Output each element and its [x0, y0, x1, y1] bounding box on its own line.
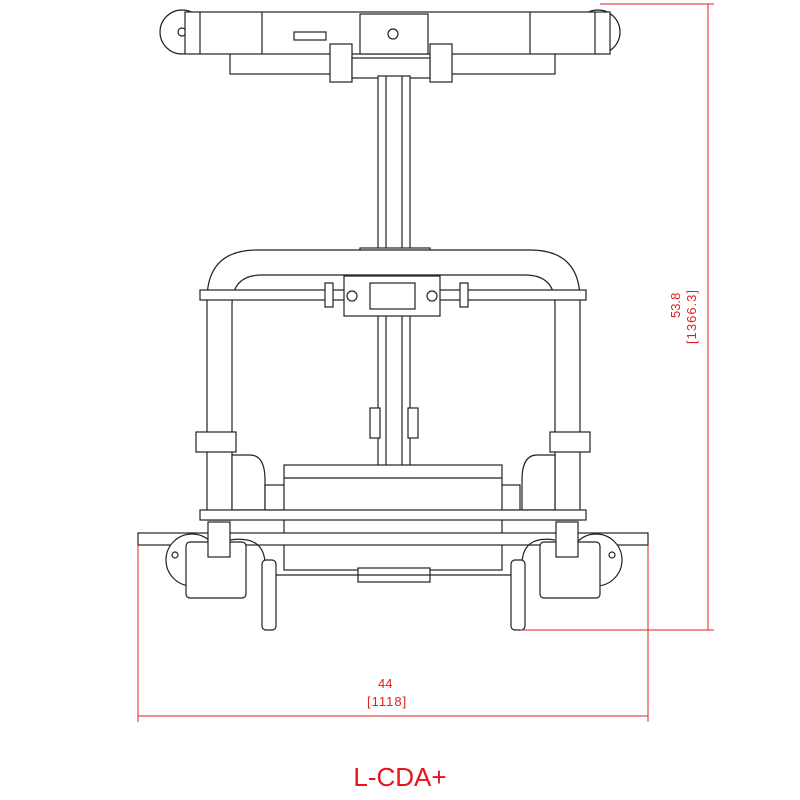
base-bar	[137, 532, 649, 546]
arch-frame	[199, 249, 587, 521]
width-mm-label: [1118]	[367, 694, 408, 709]
height-inches-label: 53.8	[668, 292, 683, 318]
base	[137, 431, 649, 631]
model-title: L-CDA+	[353, 762, 447, 792]
left-leg	[261, 559, 277, 631]
right-leg	[510, 559, 526, 631]
height-mm-value: 1366.3	[684, 293, 699, 340]
dimension-lines	[137, 3, 714, 722]
width-mm-value: 1118	[371, 694, 403, 709]
width-inches-label: 44	[378, 676, 393, 691]
top-assembly	[159, 9, 621, 83]
height-mm-label: [1366.3]	[684, 288, 699, 344]
